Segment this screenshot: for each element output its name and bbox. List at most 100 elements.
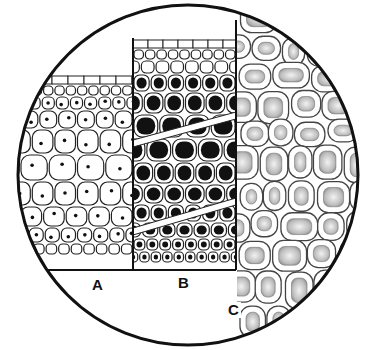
nucleus bbox=[116, 232, 120, 236]
thick-wall-cell bbox=[344, 308, 375, 337]
thick-wall-cell bbox=[273, 62, 309, 87]
thick-wall-cell bbox=[252, 36, 280, 60]
cell bbox=[145, 50, 154, 59]
cell-lumen bbox=[237, 98, 250, 116]
cell bbox=[144, 93, 163, 113]
cell-lumen bbox=[313, 43, 328, 60]
cell bbox=[134, 163, 153, 183]
cell bbox=[109, 244, 120, 254]
cell bbox=[163, 252, 172, 262]
cell bbox=[174, 252, 183, 262]
cell bbox=[224, 239, 235, 250]
cell bbox=[186, 239, 197, 250]
epidermis-cell bbox=[163, 40, 178, 48]
nucleus bbox=[84, 143, 88, 147]
cell-lumen bbox=[245, 70, 265, 83]
cell-lumen bbox=[274, 125, 286, 140]
dark-lumen bbox=[227, 242, 233, 248]
dark-lumen bbox=[167, 96, 181, 111]
cell bbox=[134, 75, 149, 91]
collenchyma-panel bbox=[133, 40, 236, 262]
dark-lumen bbox=[133, 96, 140, 111]
cell-lumen bbox=[324, 219, 338, 235]
cell bbox=[99, 97, 111, 109]
nucleus bbox=[96, 214, 100, 218]
cell-lumen bbox=[323, 314, 338, 332]
cell bbox=[59, 111, 76, 128]
nucleus bbox=[88, 102, 92, 106]
cell bbox=[49, 155, 75, 180]
cell bbox=[224, 139, 236, 161]
cell bbox=[186, 252, 195, 262]
cell bbox=[214, 50, 223, 59]
dark-lumen bbox=[147, 188, 161, 201]
cell bbox=[55, 86, 64, 95]
cell bbox=[220, 75, 235, 91]
dark-lumen bbox=[214, 226, 224, 235]
cell bbox=[78, 111, 95, 128]
cell bbox=[14, 97, 26, 109]
nucleus bbox=[121, 216, 125, 220]
cell-lumen bbox=[295, 152, 306, 172]
nucleus bbox=[63, 191, 67, 195]
epidermis-cell bbox=[148, 40, 163, 48]
thick-wall-cell bbox=[369, 146, 375, 178]
cell bbox=[168, 50, 177, 59]
thick-wall-cell bbox=[351, 66, 375, 91]
thick-wall-cell bbox=[289, 146, 312, 178]
thick-wall-cell bbox=[307, 240, 335, 268]
dark-lumen bbox=[149, 142, 168, 159]
thick-wall-cell bbox=[239, 241, 270, 269]
thick-wall-cell bbox=[268, 119, 292, 146]
dark-lumen bbox=[177, 255, 181, 260]
thick-wall-cell bbox=[260, 147, 288, 181]
cell-lumen bbox=[246, 312, 259, 331]
cell-lumen bbox=[307, 10, 330, 32]
dark-lumen bbox=[142, 255, 146, 260]
thick-wall-cell bbox=[273, 240, 307, 271]
cell bbox=[165, 185, 184, 203]
nucleus bbox=[18, 101, 22, 105]
nucleus bbox=[9, 217, 13, 221]
thick-wall-cell bbox=[239, 64, 271, 89]
thick-wall-cell bbox=[288, 181, 314, 211]
dark-lumen bbox=[188, 255, 192, 260]
parenchyma-panel bbox=[0, 76, 133, 254]
nucleus bbox=[85, 190, 89, 194]
cell bbox=[32, 182, 53, 205]
nucleus bbox=[67, 116, 71, 120]
cell bbox=[171, 61, 184, 73]
nucleus bbox=[59, 103, 63, 107]
nucleus bbox=[41, 194, 45, 198]
dark-lumen bbox=[171, 78, 181, 89]
cell bbox=[96, 111, 113, 128]
cell-lumen bbox=[360, 343, 370, 350]
dark-lumen bbox=[133, 188, 140, 201]
cell-lumen bbox=[266, 153, 282, 175]
nucleus bbox=[35, 233, 39, 237]
cell-lumen bbox=[287, 219, 312, 235]
cell bbox=[121, 244, 132, 254]
cell bbox=[111, 207, 132, 226]
cell bbox=[84, 244, 95, 254]
dark-lumen bbox=[175, 242, 181, 248]
cell bbox=[141, 61, 154, 73]
cell bbox=[126, 228, 133, 242]
epidermis-cell bbox=[68, 76, 84, 84]
dark-lumen bbox=[219, 166, 233, 181]
dark-lumen bbox=[137, 242, 143, 248]
cell-lumen bbox=[350, 314, 374, 331]
nucleus bbox=[49, 236, 53, 240]
cell bbox=[59, 244, 70, 254]
nucleus bbox=[45, 117, 49, 121]
cell-lumen bbox=[319, 151, 335, 173]
cell-lumen bbox=[297, 311, 307, 330]
cell bbox=[42, 97, 54, 109]
cell bbox=[197, 252, 206, 262]
cell-lumen bbox=[237, 277, 250, 296]
dark-lumen bbox=[175, 142, 194, 159]
thick-wall-cell bbox=[263, 181, 285, 210]
thick-wall-cell bbox=[361, 120, 375, 144]
